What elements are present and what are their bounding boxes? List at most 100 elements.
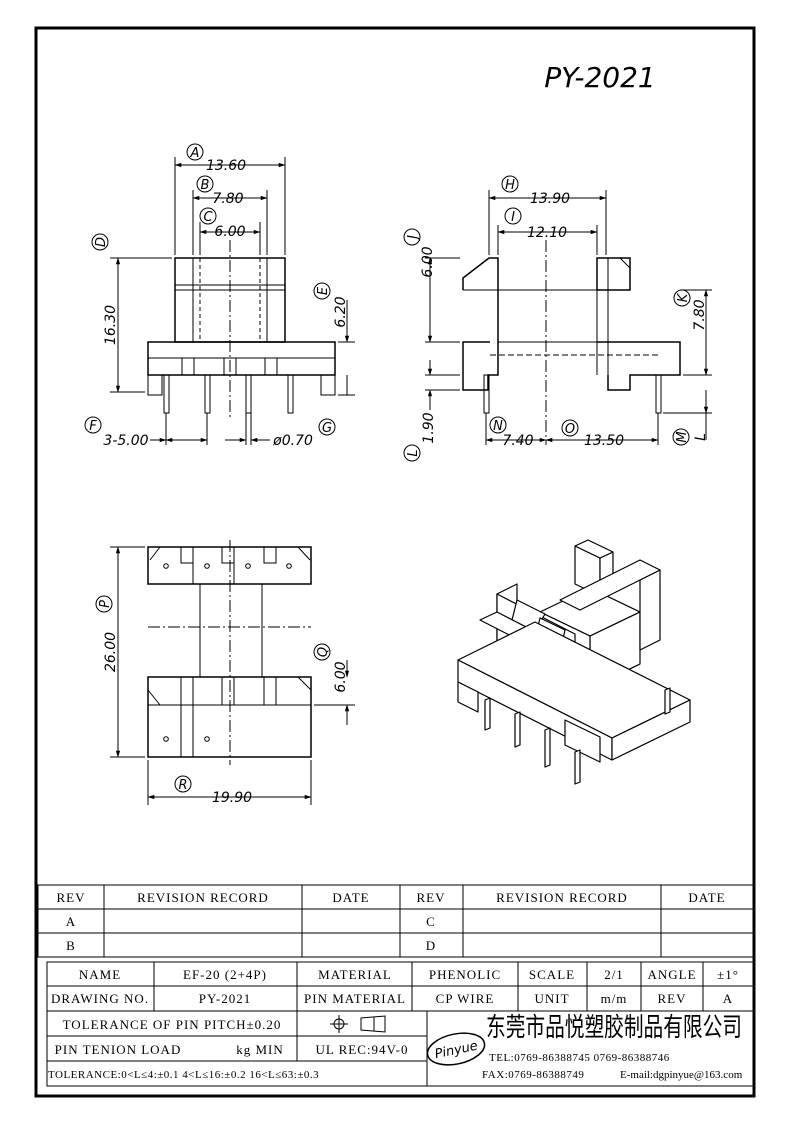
balloon-d [91, 233, 109, 251]
bottom-view-labels: P 26.00 Q 6.00 R 19.90 [95, 595, 349, 806]
dim-q-value: 6.00 [333, 661, 349, 692]
company-logo: Pinyue [426, 1032, 486, 1066]
rev-row-a: A [66, 914, 76, 929]
company-tel: TEL:0769-86388745 0769-86388746 [489, 1052, 670, 1064]
balloon-o [561, 419, 579, 437]
drawing-no-value: PY-2021 [199, 991, 252, 1006]
balloon-j-letter: J [406, 235, 421, 242]
dim-m-value: L [693, 433, 709, 441]
dim-j-value: 6.00 [420, 246, 436, 277]
balloon-k-letter: K [676, 292, 691, 302]
name-label: NAME [79, 967, 121, 982]
balloon-q-letter: Q [316, 647, 331, 657]
dim-k-value: 7.80 [692, 299, 708, 330]
balloon-l [403, 444, 421, 462]
balloon-l-letter: L [406, 449, 421, 456]
rev-header-6: DATE [688, 890, 725, 905]
balloon-c-letter: C [203, 210, 213, 225]
balloon-r [174, 775, 192, 793]
dim-d-value: 16.30 [103, 305, 119, 345]
company-fax: FAX:0769-86388749 [482, 1069, 584, 1081]
side-view [425, 190, 712, 445]
dim-c-value: 6.00 [214, 224, 245, 240]
balloon-m-letter: M [675, 431, 690, 442]
isometric-view [457, 539, 691, 785]
balloon-a [186, 143, 204, 161]
front-view-labels: A 13.60 B 7.80 C 6.00 D 16.30 E 6.20 F 3… [84, 143, 349, 449]
pin-material-value: CP WIRE [436, 991, 495, 1006]
company-email: E-mail:dgpinyue@163.com [620, 1069, 743, 1081]
dim-r-value: 19.90 [212, 790, 252, 806]
ul-rec: UL REC:94V-0 [315, 1042, 408, 1057]
balloon-e-letter: E [316, 286, 331, 295]
bottom-view [110, 540, 355, 805]
scale-value: 2/1 [604, 967, 624, 982]
balloon-n-letter: N [493, 419, 503, 434]
balloon-a-letter: A [190, 146, 200, 161]
dim-e-value: 6.20 [333, 296, 349, 327]
title-block [46, 961, 755, 1087]
angle-value: ±1° [717, 967, 739, 982]
balloon-b-letter: B [201, 178, 210, 193]
balloon-b [196, 175, 214, 193]
balloon-f-letter: F [89, 419, 97, 434]
pin-tension-load: PIN TENION LOAD [55, 1042, 182, 1057]
unit-label: UNIT [534, 991, 569, 1006]
rev-header-4: REV [417, 890, 446, 905]
dim-g-value: ø0.70 [272, 433, 313, 449]
balloon-g [318, 418, 336, 436]
rev-value: A [723, 991, 733, 1006]
side-view-labels: H 13.90 I 12.10 J 6.00 K 7.80 L 1.90 M L… [403, 175, 709, 462]
revision-table [37, 884, 755, 958]
dim-l-value: 1.90 [421, 412, 437, 443]
balloon-h-letter: H [505, 178, 515, 193]
name-value: EF-20 (2+4P) [183, 967, 267, 982]
balloon-m [672, 428, 690, 446]
tolerance-pin-pitch: TOLERANCE OF PIN PITCH±0.20 [63, 1017, 282, 1032]
balloon-k [673, 289, 691, 307]
material-value: PHENOLIC [429, 967, 501, 982]
angle-label: ANGLE [647, 967, 696, 982]
rev-row-b: B [66, 938, 76, 953]
balloon-p [95, 595, 113, 613]
balloon-d-letter: D [94, 237, 109, 247]
sheet-border [34, 26, 756, 1098]
rev-label: REV [658, 991, 687, 1006]
balloon-h [501, 175, 519, 193]
balloon-p-letter: P [98, 600, 113, 608]
scale-label: SCALE [529, 967, 575, 982]
dim-b-value: 7.80 [212, 191, 243, 207]
dim-n-value: 7.40 [502, 433, 533, 449]
balloon-c [199, 207, 217, 225]
dim-p-value: 26.00 [103, 632, 119, 672]
pin-tension-unit: kg MIN [236, 1042, 284, 1057]
balloon-i [504, 207, 522, 225]
pin-material-label: PIN MATERIAL [304, 991, 406, 1006]
dim-i-value: 12.10 [527, 225, 567, 241]
rev-row-c: C [426, 914, 436, 929]
drawing-number: PY-2021 [544, 61, 656, 94]
dim-h-value: 13.90 [530, 191, 570, 207]
material-label: MATERIAL [318, 967, 392, 982]
balloon-n [489, 416, 507, 434]
rev-header-5: REVISION RECORD [496, 890, 628, 905]
position-symbol [330, 1015, 386, 1033]
rev-row-d: D [426, 938, 436, 953]
balloon-j [403, 228, 421, 246]
company-name: 东莞市品悦塑胶制品有限公司 [486, 1013, 742, 1042]
rev-header-2: REVISION RECORD [137, 890, 269, 905]
drawing-no-label: DRAWING NO. [51, 991, 149, 1006]
balloon-o-letter: O [565, 422, 575, 437]
balloon-g-letter: G [322, 421, 332, 436]
rev-header-3: DATE [332, 890, 369, 905]
unit-value: m/m [601, 991, 628, 1006]
dim-f-value: 3-5.00 [103, 433, 148, 449]
balloon-i-letter: I [511, 210, 515, 225]
dim-o-value: 13.50 [584, 433, 624, 449]
revision-text: REV REVISION RECORD DATE REV REVISION RE… [57, 890, 725, 953]
balloon-q [313, 643, 331, 661]
tolerance-general: TOLERANCE:0<L≤4:±0.1 4<L≤16:±0.2 16<L≤63… [48, 1069, 319, 1081]
balloon-f [84, 416, 102, 434]
front-view [110, 157, 355, 445]
